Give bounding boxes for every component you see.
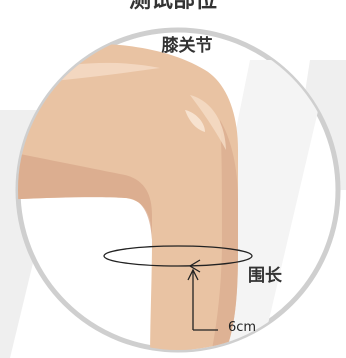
shin-shadow [210, 120, 238, 350]
knee-cap-shading [190, 95, 226, 150]
diagram-title: 测试部位 [128, 0, 218, 13]
distance-label: 6cm [228, 320, 257, 335]
knee-highlight [185, 110, 205, 132]
knee-joint-label: 膝关节 [161, 36, 213, 56]
thigh-shadow [18, 150, 152, 240]
distance-arrowhead [187, 268, 199, 281]
leg-shape [18, 44, 238, 350]
circumference-ring [103, 245, 253, 267]
circumference-arrow [188, 259, 201, 273]
circumference-label: 围长 [248, 266, 282, 286]
